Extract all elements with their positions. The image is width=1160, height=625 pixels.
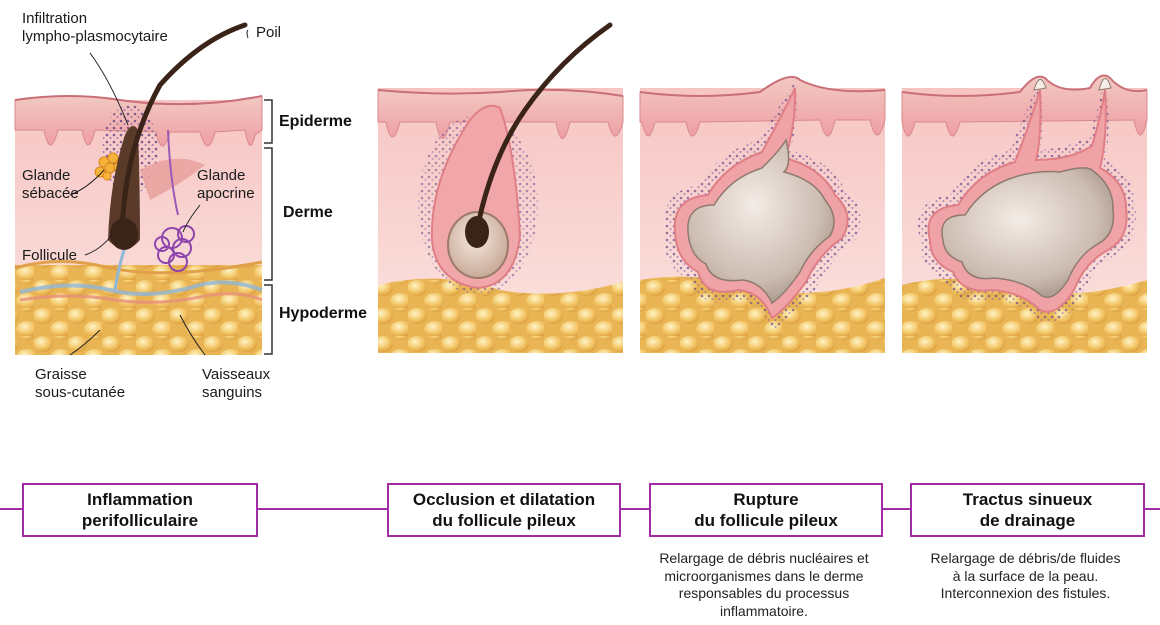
layer-bracket — [264, 100, 272, 354]
layer-label-epiderme: Epiderme — [279, 113, 352, 131]
label-infiltration: Infiltration lympho-plasmocytaire — [22, 10, 168, 46]
description-line: à la surface de la peau. — [884, 568, 1160, 586]
panel-rupture — [640, 77, 885, 353]
stage-description-rupture: Relargage de débris nucléaires et microo… — [620, 550, 908, 620]
description-line: Relargage de débris/de fluides — [884, 550, 1160, 568]
label-vaisseaux-line1: Vaisseaux — [202, 366, 270, 384]
stage-title-line: Rupture — [733, 489, 798, 510]
label-graisse-line1: Graisse — [35, 366, 125, 384]
description-line: Interconnexion des fistules. — [884, 585, 1160, 603]
label-glande-sebacee: Glande sébacée — [22, 167, 79, 203]
label-graisse-line2: sous-cutanée — [35, 384, 125, 402]
label-glande-apocrine: Glande apocrine — [197, 167, 255, 203]
label-infiltration-line1: Infiltration — [22, 10, 168, 28]
label-vaisseaux: Vaisseaux sanguins — [202, 366, 270, 402]
description-line: Relargage de débris nucléaires et — [620, 550, 908, 568]
stage-box-tractus: Tractus sinueux de drainage — [910, 483, 1145, 537]
label-infiltration-line2: lympho-plasmocytaire — [22, 28, 168, 46]
stage-title-line: du follicule pileux — [694, 510, 838, 531]
label-graisse: Graisse sous-cutanée — [35, 366, 125, 402]
label-glande-apocrine-line1: Glande — [197, 167, 255, 185]
layer-label-hypoderme: Hypoderme — [279, 305, 367, 323]
label-vaisseaux-line2: sanguins — [202, 384, 270, 402]
label-poil: Poil — [256, 24, 281, 42]
stage-title-line: Tractus sinueux — [963, 489, 1092, 510]
label-glande-apocrine-line2: apocrine — [197, 185, 255, 203]
stage-box-rupture: Rupture du follicule pileux — [649, 483, 883, 537]
label-follicule: Follicule — [22, 247, 77, 265]
description-line: inflammatoire. — [620, 603, 908, 621]
panel-tracts — [902, 76, 1147, 353]
stage-box-occlusion: Occlusion et dilatation du follicule pil… — [387, 483, 621, 537]
layer-label-derme: Derme — [283, 204, 333, 222]
stage-title-line: perifolliculaire — [82, 510, 198, 531]
stage-title-line: du follicule pileux — [432, 510, 576, 531]
description-line: microorganismes dans le derme — [620, 568, 908, 586]
stage-box-inflammation: Inflammation perifolliculaire — [22, 483, 258, 537]
stage-title-line: de drainage — [980, 510, 1075, 531]
stage-description-tractus: Relargage de débris/de fluides à la surf… — [884, 550, 1160, 603]
label-glande-sebacee-line2: sébacée — [22, 185, 79, 203]
stage-title-line: Inflammation — [87, 489, 193, 510]
label-glande-sebacee-line1: Glande — [22, 167, 79, 185]
description-line: responsables du processus — [620, 585, 908, 603]
panel-occlusion — [378, 25, 623, 353]
stage-title-line: Occlusion et dilatation — [413, 489, 595, 510]
